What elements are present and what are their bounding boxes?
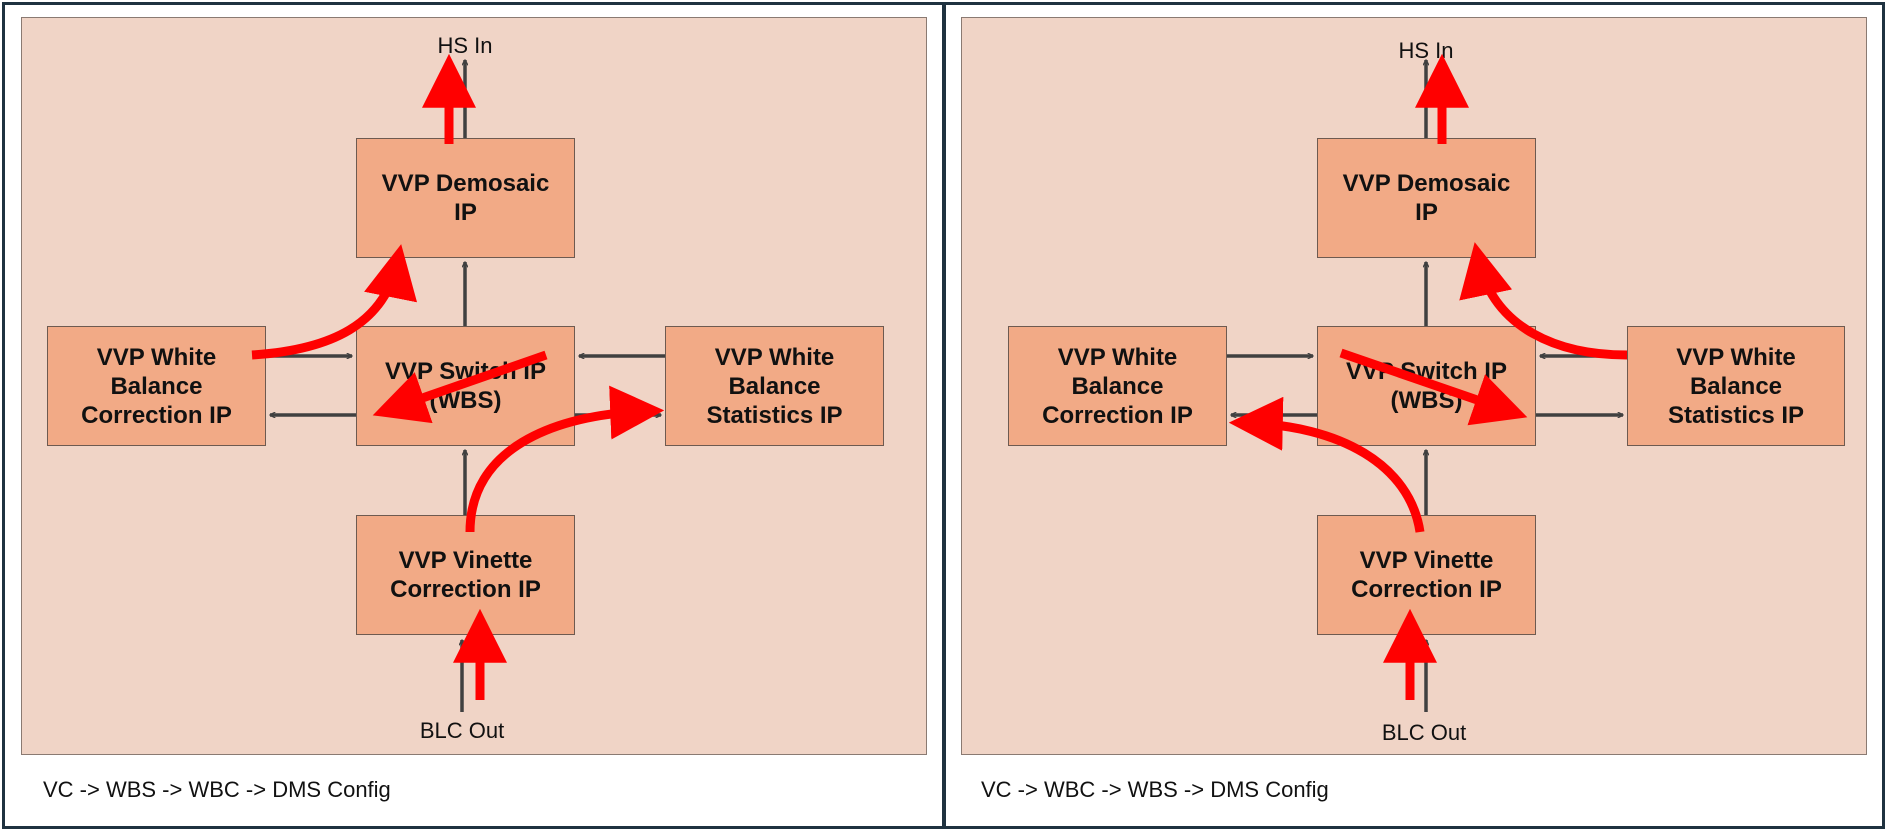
right-switch-node: VVP Switch IP (WBS) [1317,326,1536,446]
right-demosaic-node: VVP Demosaic IP [1317,138,1536,258]
left-wb-correction-node: VVP White Balance Correction IP [47,326,266,446]
left-wb-statistics-node: VVP White Balance Statistics IP [665,326,884,446]
right-hs-in-label: HS In [1398,38,1454,63]
left-vinette-node: VVP Vinette Correction IP [356,515,575,635]
right-blc-out-label: BLC Out [1381,720,1467,745]
left-config-caption: VC -> WBS -> WBC -> DMS Config [43,777,391,802]
right-vinette-node: VVP Vinette Correction IP [1317,515,1536,635]
left-switch-node: VVP Switch IP (WBS) [356,326,575,446]
left-demosaic-node: VVP Demosaic IP [356,138,575,258]
right-wb-statistics-node: VVP White Balance Statistics IP [1627,326,1845,446]
right-config-caption: VC -> WBC -> WBS -> DMS Config [981,777,1329,802]
right-wb-correction-node: VVP White Balance Correction IP [1008,326,1227,446]
left-hs-in-label: HS In [437,33,493,58]
left-blc-out-label: BLC Out [419,718,505,743]
